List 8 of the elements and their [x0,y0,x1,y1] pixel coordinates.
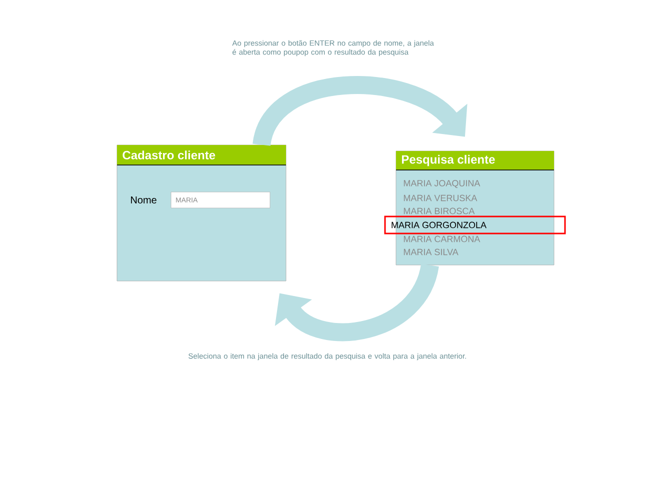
list-item: MARIA BIROSCA [404,208,475,214]
curved-arrow [252,76,468,148]
list-item: MARIA JOAQUINA [404,180,480,188]
list-item: MARIA SILVA [404,248,458,256]
list-item: MARIA CARMONA [404,236,480,242]
selected-item: MARIA GORGONZOLA [384,216,566,234]
list-item: MARIA VERUSKA [404,194,478,202]
curved-arrow [274,262,439,342]
